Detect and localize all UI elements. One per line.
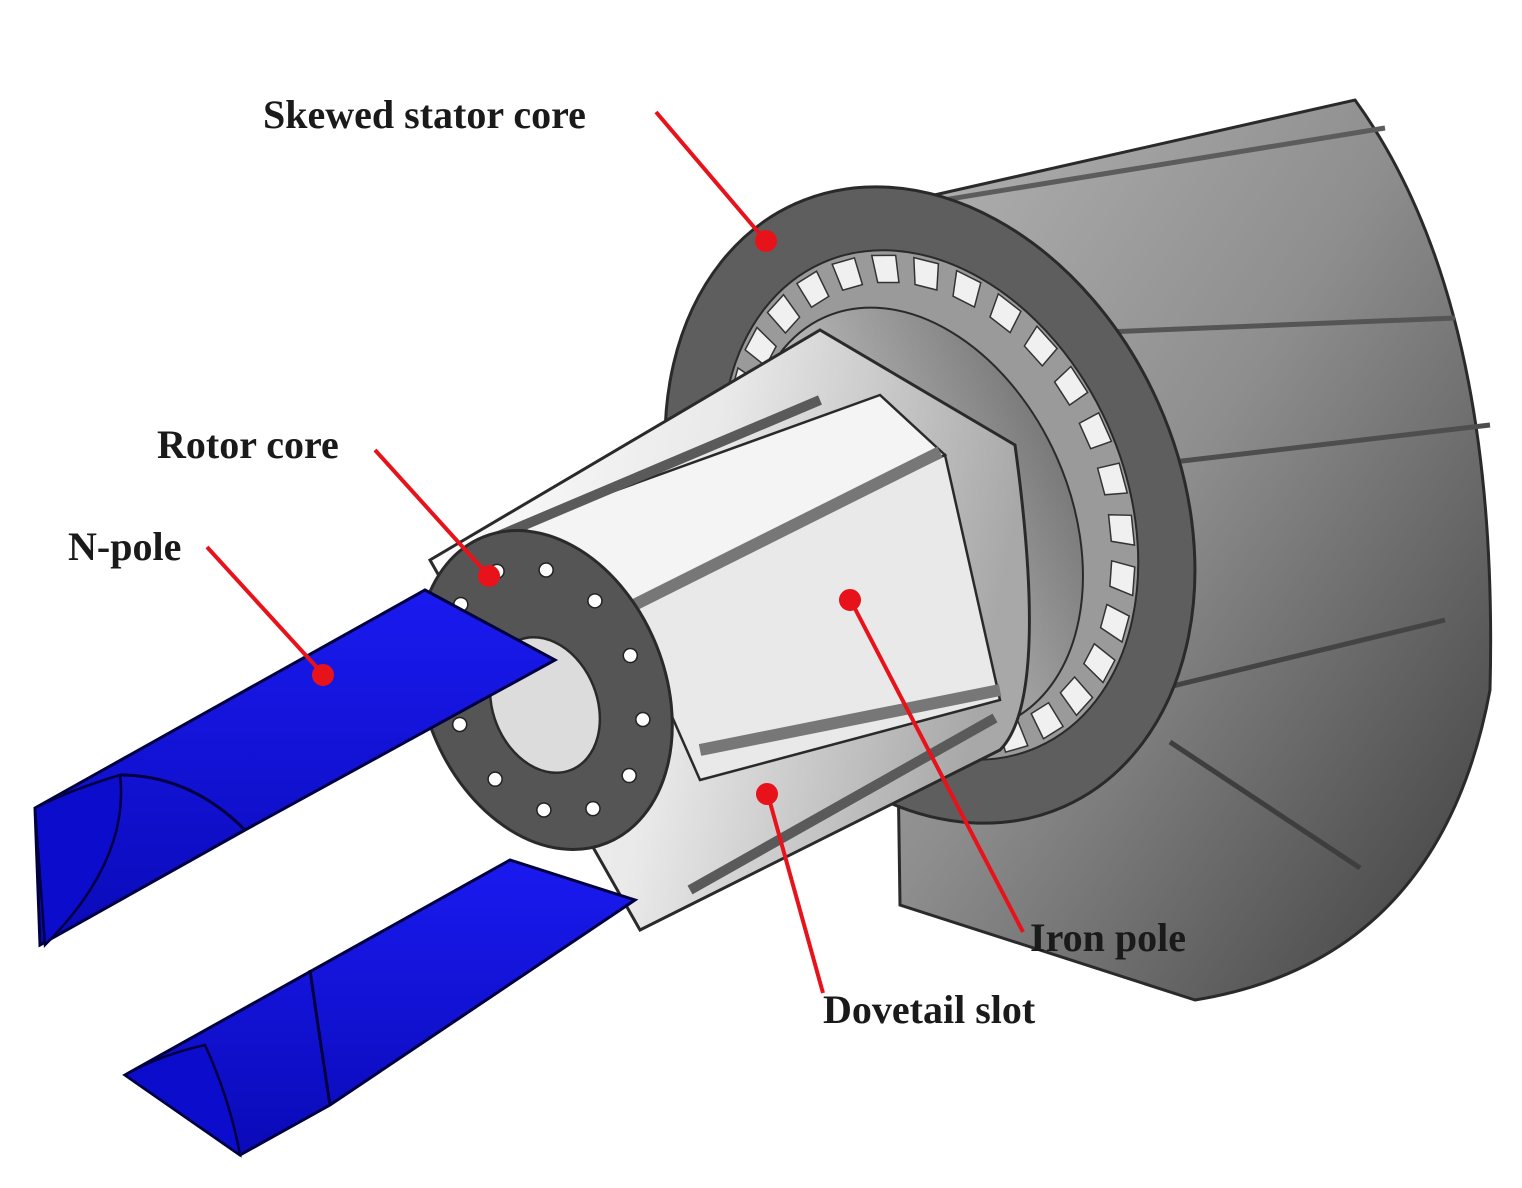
stator-groove [869, 125, 1386, 215]
stator-slot [1059, 675, 1094, 717]
leader-line-dovetail [766, 794, 825, 994]
dovetail-slot [468, 395, 822, 553]
leader-line-iron-pole [849, 600, 1025, 933]
rotor-hole [635, 711, 651, 728]
stator-slot [1053, 365, 1089, 407]
stator-slot [744, 326, 778, 368]
rotor-hole [451, 716, 468, 733]
magnet-end-face [33, 773, 123, 948]
rotor-hole [487, 771, 503, 787]
n-pole-magnet-upper [33, 588, 559, 948]
rotor-hole [621, 767, 637, 784]
stator-slot [766, 293, 801, 335]
label-n-pole: N-pole [68, 524, 182, 569]
magnet-end-face [122, 1043, 242, 1158]
leader-dot-rotor [478, 565, 500, 587]
magnet-seam [308, 969, 332, 1106]
stator-slot [1109, 559, 1136, 597]
stator-groove [1168, 739, 1362, 871]
rotor-hole [587, 593, 603, 609]
leader-dot-iron-pole [839, 589, 861, 611]
stator-slot [1082, 642, 1116, 684]
leader-dot-npole [312, 664, 334, 686]
stator-slot [1099, 603, 1131, 644]
label-iron-pole: Iron pole [1030, 915, 1186, 960]
leader-lines [205, 110, 1025, 994]
stator-slot [831, 256, 864, 292]
dovetail-slot [687, 713, 998, 895]
n-pole-magnets [33, 588, 639, 1158]
leader-line-rotor [373, 448, 490, 577]
stator-slot [795, 270, 830, 309]
dovetail-slot [617, 446, 943, 618]
label-dovetail-slot: Dovetail slot [823, 987, 1036, 1032]
rotor-hole [622, 647, 639, 664]
leader-line-npole [205, 545, 324, 675]
stator-slot [1096, 462, 1129, 496]
stator-slot [1078, 411, 1113, 450]
rotor-hole [585, 800, 601, 817]
stator-slot [989, 292, 1022, 334]
stator-slot [1030, 701, 1065, 740]
label-skewed-stator-core: Skewed stator core [263, 92, 586, 137]
rotor-hole [536, 802, 552, 818]
stator-slot [1107, 513, 1136, 547]
leader-dot-dovetail [756, 783, 778, 805]
rotor-assembly [416, 328, 1031, 932]
dovetail-slot [698, 684, 1002, 756]
leader-dot-stator [755, 230, 777, 252]
rotor-hole [538, 562, 554, 578]
stator-slot [870, 254, 900, 284]
stator-slot [1023, 325, 1059, 367]
leader-line-stator [654, 110, 767, 242]
stator-slot [913, 256, 940, 291]
stator-slot [952, 269, 982, 309]
magnet-seam [119, 773, 247, 832]
label-rotor-core: Rotor core [157, 422, 339, 467]
